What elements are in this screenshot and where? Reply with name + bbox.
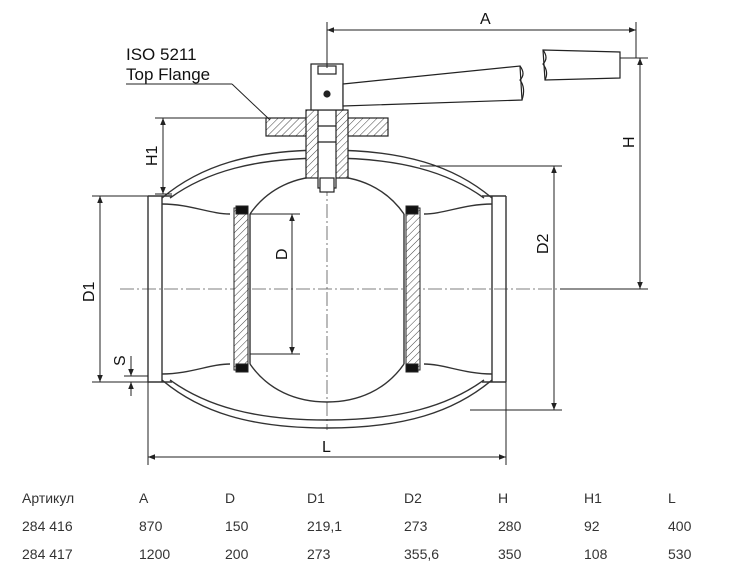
table-cell: 284 416 (22, 518, 73, 534)
col-header-d1: D1 (307, 490, 325, 506)
dim-H1-label: H1 (144, 145, 161, 166)
dim-H-label: H (621, 136, 638, 148)
dim-S (124, 356, 148, 396)
table-cell: 280 (498, 518, 522, 534)
dim-D2-label: D2 (535, 233, 552, 254)
col-header-l: L (668, 490, 676, 506)
dim-L (147, 382, 507, 465)
dim-A-label: A (480, 11, 491, 28)
dim-D1-label: D1 (81, 281, 98, 302)
table-cell: 273 (307, 546, 331, 562)
dim-D (250, 213, 300, 355)
dim-H (560, 57, 648, 290)
table-cell: 1200 (139, 546, 171, 562)
dim-L-label: L (322, 439, 331, 456)
callout-iso-label: ISO 5211 (126, 45, 197, 64)
col-header-article: Артикул (22, 490, 75, 506)
table-header-row: Артикул A D D1 D2 H H1 L (22, 484, 728, 512)
dim-H1 (155, 117, 266, 195)
handle-lever (342, 49, 621, 107)
col-header-h: H (498, 490, 509, 506)
table-cell: 200 (225, 546, 249, 562)
table-cell: 219,1 (307, 518, 343, 534)
spec-table: Артикул A D D1 D2 H H1 L 284 416 870 150… (22, 484, 728, 568)
dim-D2 (420, 165, 562, 411)
table-cell: 400 (668, 518, 692, 534)
table-cell: 870 (139, 518, 163, 534)
dim-S-label: S (112, 355, 129, 366)
table-cell: 150 (225, 518, 249, 534)
col-header-d2: D2 (404, 490, 422, 506)
table-cell: 273 (404, 518, 428, 534)
seats (233, 205, 421, 373)
callout-leader (126, 83, 271, 121)
table-cell: 350 (498, 546, 522, 562)
callout-flange-label: Top Flange (126, 65, 210, 84)
pipe-ends (147, 195, 507, 383)
table-cell: 284 417 (22, 546, 73, 562)
col-header-a: A (139, 490, 149, 506)
table-cell: 530 (668, 546, 692, 562)
col-header-d: D (225, 490, 236, 506)
table-cell: 355,6 (404, 546, 440, 562)
table-cell: 92 (584, 518, 600, 534)
col-header-h1: H1 (584, 490, 602, 506)
table-cell: 108 (584, 546, 608, 562)
table-row: 284 416 870 150 219,1 273 280 92 400 (22, 512, 728, 540)
dim-A (326, 22, 637, 68)
dim-D-label: D (274, 248, 291, 260)
ball-valve-drawing: ISO 5211 Top Flange A H H1 D2 D D1 (81, 11, 648, 465)
top-flange-stem (265, 63, 389, 193)
table-row: 284 417 1200 200 273 355,6 350 108 530 (22, 540, 728, 568)
